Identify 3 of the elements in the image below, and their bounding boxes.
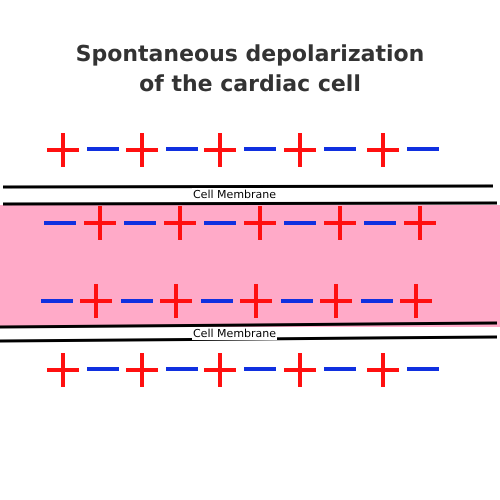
title: Spontaneous depolarization of the cardiac cell bbox=[74, 41, 426, 99]
membrane-label: Cell Membrane bbox=[192, 327, 278, 340]
membrane-label: Cell Membrane bbox=[192, 188, 278, 201]
